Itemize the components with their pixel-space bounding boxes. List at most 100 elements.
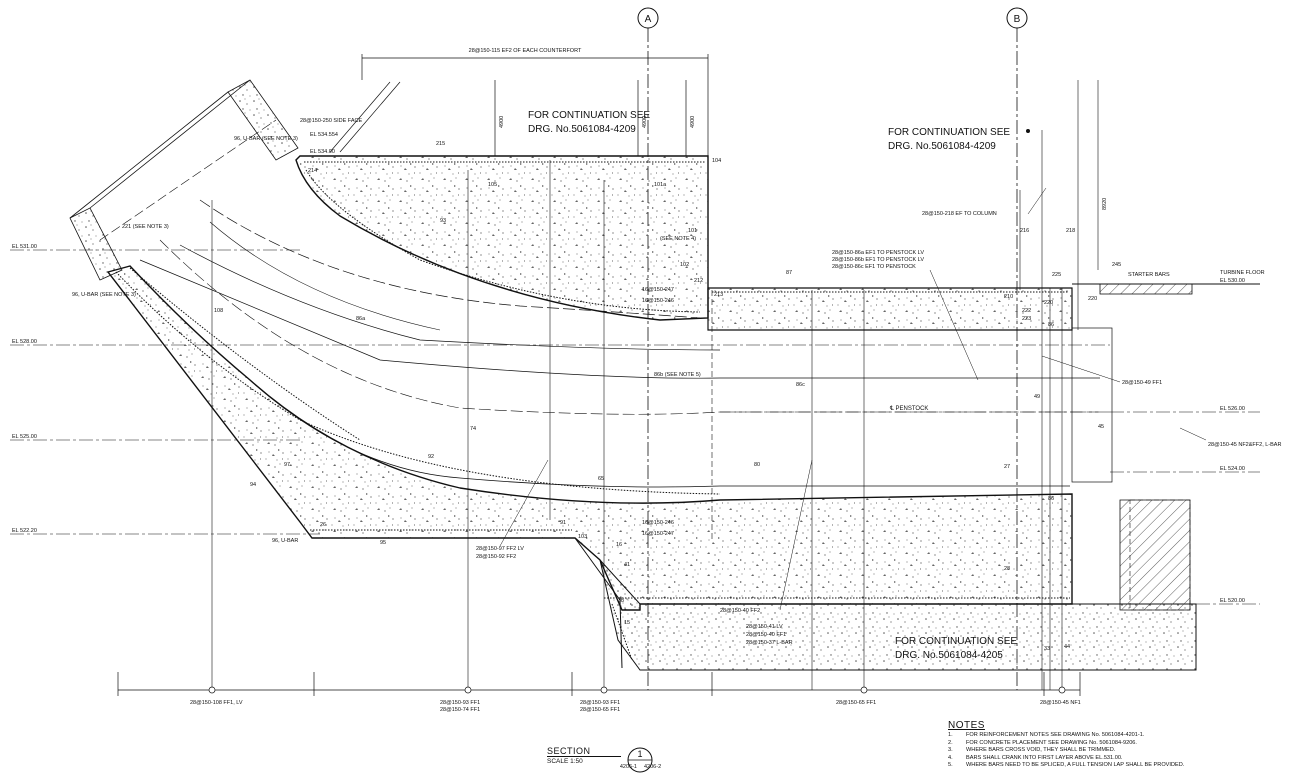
bar-mark: 101 <box>688 228 697 234</box>
note-item: 5. WHERE BARS NEED TO BE SPLICED, A FULL… <box>948 762 1278 769</box>
note-text: BARS SHALL CRANK INTO FIRST LAYER ABOVE … <box>966 754 1123 761</box>
continuation-3-line2: DRG. No.5061084-4205 <box>895 650 1003 661</box>
bottom-callout-93b: 28@150-93 FF1 <box>580 700 620 706</box>
elevation-lines <box>10 249 1260 605</box>
section-scale: SCALE 1:50 <box>547 758 583 765</box>
gridline-a: A <box>637 7 659 690</box>
bar-mark: 104 <box>712 158 721 164</box>
top-dimension <box>329 54 709 156</box>
note-number: 2. <box>948 739 953 746</box>
bar-247-callout: 16@150-247 <box>642 287 674 293</box>
gridline-b-label: B <box>1014 14 1021 25</box>
bar-mark: 87 <box>786 270 792 276</box>
bottom-callout-65b: 28@150-65 FF1 <box>836 700 876 706</box>
ubar-top-callout: 96, U-BAR (SEE NOTE 3) <box>234 136 298 142</box>
bar-mark: 216 <box>1020 228 1029 234</box>
note-number: 5. <box>948 762 953 769</box>
to-column-callout: 28@150-218 EF TO COLUMN <box>922 211 997 217</box>
bar-mark: 220 <box>1088 296 1097 302</box>
bar-mark: 92 <box>428 454 434 460</box>
bar-mark: 28 <box>1004 566 1010 572</box>
gridline-a-label: A <box>645 14 652 25</box>
side-face-callout: 28@150-250 SIDE FACE <box>300 118 362 124</box>
bar-mark: 38 <box>618 598 624 604</box>
elevation-534-554: EL 534.554 <box>310 132 338 138</box>
ubar-bottom-callout: 96, U-BAR <box>272 538 298 544</box>
bottom-dimension <box>117 672 1081 696</box>
continuation-1-line1: FOR CONTINUATION SEE <box>528 110 650 121</box>
concrete-upper <box>295 155 1073 331</box>
continuation-2-line1: FOR CONTINUATION SEE <box>888 127 1010 138</box>
penstock-lv2-callout: 28@150-86b EF1 TO PENSTOCK LV <box>832 257 924 263</box>
rebar-lines <box>115 161 1070 661</box>
elevation-531: EL 531.00 <box>12 244 37 250</box>
bar-mark: 245 <box>1112 262 1121 268</box>
bottom-callout-93a: 28@150-93 FF1 <box>440 700 480 706</box>
bar-mark: 93 <box>440 218 446 224</box>
bottom-callout-74: 28@150-74 FF1 <box>440 707 480 713</box>
note-text: WHERE BARS CROSS VOID, THEY SHALL BE TRI… <box>966 747 1116 754</box>
penstock-lv-callout: 28@150-86a EF1 TO PENSTOCK LV <box>832 250 924 256</box>
bottom-callout-65a: 28@150-65 FF1 <box>580 707 620 713</box>
bar-mark: 86a <box>356 316 366 322</box>
continuation-2-line2: DRG. No.5061084-4209 <box>888 141 996 152</box>
elevation-524: EL 524.00 <box>1220 466 1245 472</box>
ff1-49-callout: 28@150-49 FF1 <box>1122 380 1162 386</box>
bar-mark: 108 <box>214 308 223 314</box>
bar-mark: 86c <box>796 382 805 388</box>
ubar-left-callout: 96, U-BAR (SEE NOTE 3) <box>72 292 136 298</box>
bar-mark: 101a <box>654 182 667 188</box>
bottom-callout-108: 28@150-108 FF1, LV <box>190 700 243 706</box>
bar-mark: 26 <box>320 522 326 528</box>
counterfort-callout: 28@150-115 EF2 OF EACH COUNTERFORT <box>469 48 582 54</box>
turbine-floor-label: TURBINE FLOOR <box>1220 270 1265 276</box>
dim-4900-a: 4900 <box>499 116 505 128</box>
bar-mark: 213 <box>714 292 723 298</box>
bar-mark: 103 <box>578 534 587 540</box>
bar-mark: 94 <box>250 482 256 488</box>
bar-mark: 15 <box>624 620 630 626</box>
notes-heading: NOTES <box>948 720 985 731</box>
bar-mark: 218 <box>1066 228 1075 234</box>
bar-mark: 220 <box>1044 300 1053 306</box>
note-item: 4. BARS SHALL CRANK INTO FIRST LAYER ABO… <box>948 755 1278 762</box>
penstock-callout: 28@150-86c EF1 TO PENSTOCK <box>832 264 916 270</box>
see-note-4: (SEE NOTE 4) <box>660 236 696 242</box>
bar-86b-callout: 86b (SEE NOTE 5) <box>654 372 701 378</box>
bar-mark: 80 <box>754 462 760 468</box>
bar-mark: 44 <box>1064 644 1070 650</box>
bar-246b-callout: 16@150-246 <box>642 520 674 526</box>
ff1-40-callout: 28@150-40 FF1 <box>746 632 786 638</box>
bottom-callout-45: 28@150-45 NF1 <box>1040 700 1081 706</box>
elevation-522: EL 522.20 <box>12 528 37 534</box>
elevation-534: EL 534.00 <box>310 149 335 155</box>
dim-8920: 8920 <box>1102 198 1108 210</box>
bar-247b-callout: 16@150-247 <box>642 531 674 537</box>
continuation-1-line2: DRG. No.5061084-4209 <box>528 124 636 135</box>
concrete-lower <box>106 265 1197 671</box>
gridline-b: B <box>1006 7 1028 690</box>
turbine-floor <box>1072 283 1260 611</box>
note-text: WHERE BARS NEED TO BE SPLICED, A FULL TE… <box>966 762 1185 769</box>
elevation-526: EL 526.00 <box>1220 406 1245 412</box>
note-text: FOR REINFORCEMENT NOTES SEE DRAWING No. … <box>966 732 1145 739</box>
ff2-lv-callout: 28@150-97 FF2 LV <box>476 546 524 552</box>
elevation-530: EL 530.00 <box>1220 278 1245 284</box>
lbar-37-callout: 28@150-37 L-BAR <box>746 640 793 646</box>
elevation-520: EL 520.00 <box>1220 598 1245 604</box>
vertical-lines <box>211 80 1099 690</box>
bar-mark: 215 <box>436 141 445 147</box>
bar-mark: 210 <box>1004 294 1013 300</box>
section-title-block: SECTION SCALE 1:50 <box>547 746 621 765</box>
continuation-3-line1: FOR CONTINUATION SEE <box>895 636 1017 647</box>
ff2-40-callout: 28@150-40 FF2 <box>720 608 760 614</box>
notes-block: NOTES 1. FOR REINFORCEMENT NOTES SEE DRA… <box>948 720 1278 769</box>
bar-mark: 97 <box>284 462 290 468</box>
penstock-lines <box>139 199 1113 488</box>
section-ref-left: 4206-1 <box>620 764 637 770</box>
section-number: 1 <box>637 749 642 759</box>
bar-mark: 222 <box>1022 308 1031 314</box>
note-item: 1. FOR REINFORCEMENT NOTES SEE DRAWING N… <box>948 732 1278 739</box>
note-number: 3. <box>948 747 953 754</box>
bar-marks: 215 214 105 93 101a 101 104 108 86a 86c … <box>214 141 1121 652</box>
